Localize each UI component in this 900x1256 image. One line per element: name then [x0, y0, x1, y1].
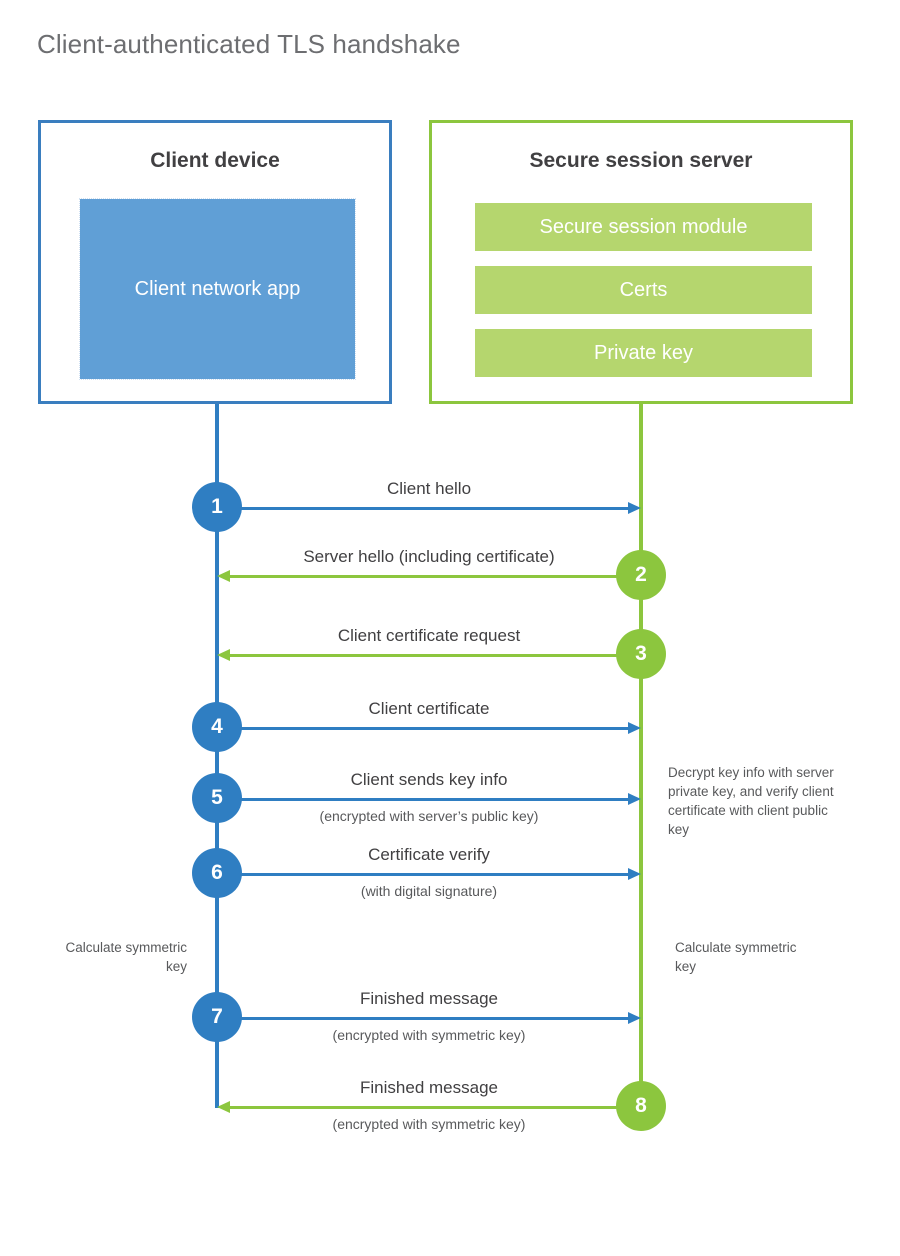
- message-label-5: Client sends key info: [350, 770, 508, 789]
- message-line-3: [230, 654, 641, 657]
- message-label-7: Finished message: [360, 989, 498, 1008]
- step-badge-2[interactable]: 2: [616, 550, 666, 600]
- message-label-3: Client certificate request: [337, 626, 521, 645]
- step-badge-8[interactable]: 8: [616, 1081, 666, 1131]
- step-badge-3[interactable]: 3: [616, 629, 666, 679]
- party-box-server: Secure session server Secure session mod…: [429, 120, 853, 404]
- note-server-calculate-symmetric-key: Calculate symmetric key: [675, 940, 797, 975]
- arrowhead-right-icon: [628, 722, 641, 734]
- arrowhead-right-icon: [628, 1012, 641, 1024]
- message-label-2: Server hello (including certificate): [303, 547, 555, 566]
- message-label-6: Certificate verify: [368, 845, 490, 864]
- step-badge-7[interactable]: 7: [192, 992, 242, 1042]
- message-label-1: Client hello: [386, 479, 472, 498]
- message-line-4: [217, 727, 628, 730]
- note-client-calculate-symmetric-key: Calculate symmetric key: [65, 940, 187, 975]
- message-sublabel-8: (encrypted with symmetric key): [332, 1116, 526, 1132]
- arrowhead-left-icon: [217, 1101, 230, 1113]
- arrowhead-right-icon: [628, 793, 641, 805]
- arrowhead-right-icon: [628, 868, 641, 880]
- message-line-2: [230, 575, 641, 578]
- arrowhead-left-icon: [217, 649, 230, 661]
- arrowhead-left-icon: [217, 570, 230, 582]
- party-box-client: Client device Client network app: [38, 120, 392, 404]
- message-sublabel-6: (with digital signature): [360, 883, 498, 899]
- lifeline-server: [639, 404, 643, 1108]
- server-component-secure-session-module: Secure session module: [475, 203, 812, 251]
- step-badge-5[interactable]: 5: [192, 773, 242, 823]
- message-label-4: Client certificate: [368, 699, 490, 718]
- message-line-1: [217, 507, 628, 510]
- server-component-private-key: Private key: [475, 329, 812, 377]
- arrowhead-right-icon: [628, 502, 641, 514]
- page-title: Client-authenticated TLS handshake: [37, 29, 461, 59]
- secure-session-server-title: Secure session server: [529, 149, 753, 172]
- message-sublabel-5: (encrypted with server’s public key): [319, 808, 539, 824]
- note-server-decrypt-verify: Decrypt key info with server private key…: [668, 765, 834, 838]
- server-component-certs: Certs: [475, 266, 812, 314]
- client-network-app-block: Client network app: [79, 198, 356, 380]
- message-label-8: Finished message: [360, 1078, 498, 1097]
- step-badge-4[interactable]: 4: [192, 702, 242, 752]
- message-sublabel-7: (encrypted with symmetric key): [332, 1027, 526, 1043]
- message-line-5: [217, 798, 628, 801]
- message-line-7: [217, 1017, 628, 1020]
- lifeline-client: [215, 404, 219, 1108]
- step-badge-6[interactable]: 6: [192, 848, 242, 898]
- message-line-8: [230, 1106, 641, 1109]
- step-badge-1[interactable]: 1: [192, 482, 242, 532]
- client-device-title: Client device: [150, 149, 280, 172]
- message-line-6: [217, 873, 628, 876]
